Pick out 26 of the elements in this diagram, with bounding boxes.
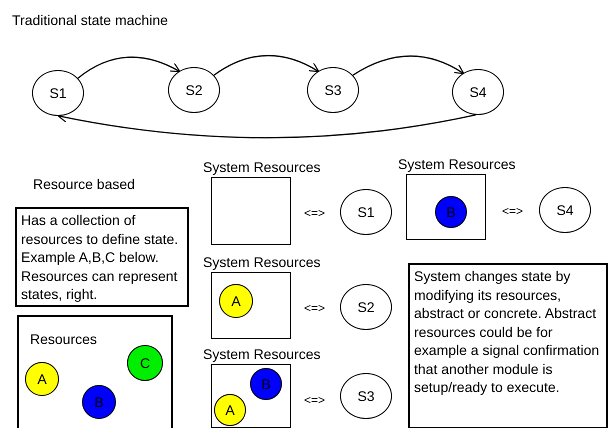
equivalence-label: <=> — [304, 392, 326, 409]
arrow — [57, 112, 476, 138]
state-circle: S1 — [340, 189, 392, 235]
resources-panel — [17, 315, 173, 428]
box-heading: System Resources — [203, 253, 322, 272]
state-circle: S3 — [307, 67, 359, 113]
arrow — [78, 56, 180, 79]
state-circle: S4 — [452, 69, 504, 115]
arrow — [214, 54, 320, 76]
state-circle: S2 — [168, 67, 220, 113]
equivalence-label: <=> — [502, 203, 524, 220]
state-circle: S3 — [340, 373, 392, 419]
note-box: System changes state by modifying its resources, abstract or concrete. Abstract resources could be for example a signal confirmation that another module is setup/ready to execute. — [408, 263, 608, 428]
section-heading: Resource based — [33, 175, 135, 194]
box-heading: System Resources — [203, 345, 322, 364]
note-box: Has a collection of resources to define state. Example A,B,C below. Resources can represent states, right. — [15, 207, 189, 307]
box-heading: System Resources — [398, 155, 516, 174]
state-circle: S1 — [32, 70, 84, 116]
equivalence-label: <=> — [304, 205, 326, 222]
arrow — [352, 55, 464, 76]
state-circle: S4 — [539, 187, 591, 233]
panel-heading: Resources — [30, 330, 97, 349]
box-heading: System Resources — [203, 158, 322, 177]
state-circle: S2 — [340, 284, 392, 330]
equivalence-label: <=> — [304, 300, 326, 317]
diagram-title: Traditional state machine — [12, 11, 168, 30]
